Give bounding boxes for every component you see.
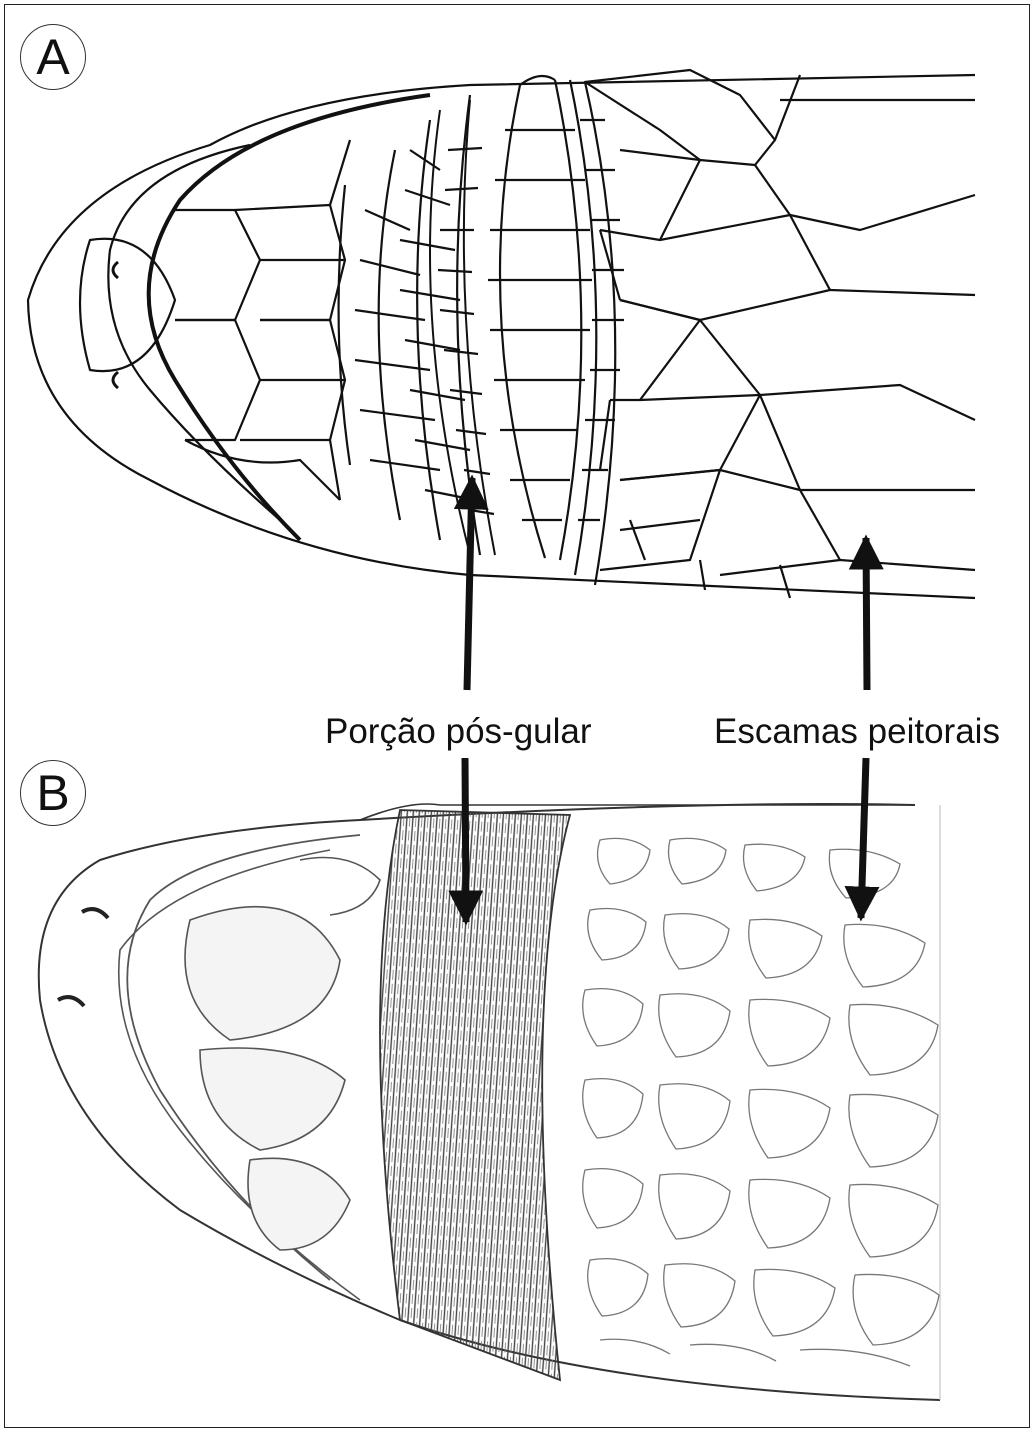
panel-b-drawing xyxy=(39,804,940,1400)
pectoral-plate-column xyxy=(488,76,624,585)
pectoral-scales-a xyxy=(585,70,975,598)
postgular-fold xyxy=(380,810,570,1380)
arrow-pectoral-a xyxy=(866,538,867,690)
panel-a-label: A xyxy=(20,24,86,90)
arrow-postgular-b xyxy=(465,758,466,922)
callout-postgular-label: Porção pós-gular xyxy=(325,712,592,752)
pectoral-scales-b xyxy=(583,838,939,1366)
panel-a-drawing xyxy=(28,70,975,598)
callout-pectoral-label: Escamas peitorais xyxy=(714,712,1000,752)
panel-b-label: B xyxy=(20,760,86,826)
arrow-pectoral-b xyxy=(861,758,866,918)
arrow-postgular-a xyxy=(467,478,472,690)
